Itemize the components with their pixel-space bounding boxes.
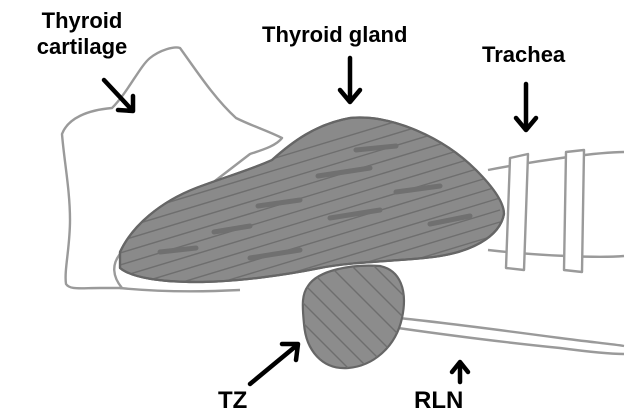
trachea-ring-2 — [564, 150, 584, 272]
arrow-to-rln — [452, 362, 468, 382]
arrow-to-gland — [340, 58, 360, 102]
trachea-ring-1 — [506, 154, 528, 270]
rln-nerve — [398, 318, 624, 354]
cartilage-lower-line — [120, 288, 240, 291]
thyroid-cartilage-label-line2: cartilage — [28, 34, 136, 60]
thyroid-gland-label: Thyroid gland — [262, 22, 407, 48]
tz-label: TZ — [218, 388, 247, 414]
arrow-to-tz — [250, 344, 298, 384]
trachea — [488, 150, 624, 272]
trachea-label: Trachea — [482, 42, 565, 68]
rln-label: RLN — [414, 388, 463, 414]
thyroid-cartilage-label-line1: Thyroid — [28, 8, 136, 34]
arrow-to-trachea — [516, 84, 536, 130]
thyroid-cartilage-label: Thyroid cartilage — [28, 8, 136, 60]
